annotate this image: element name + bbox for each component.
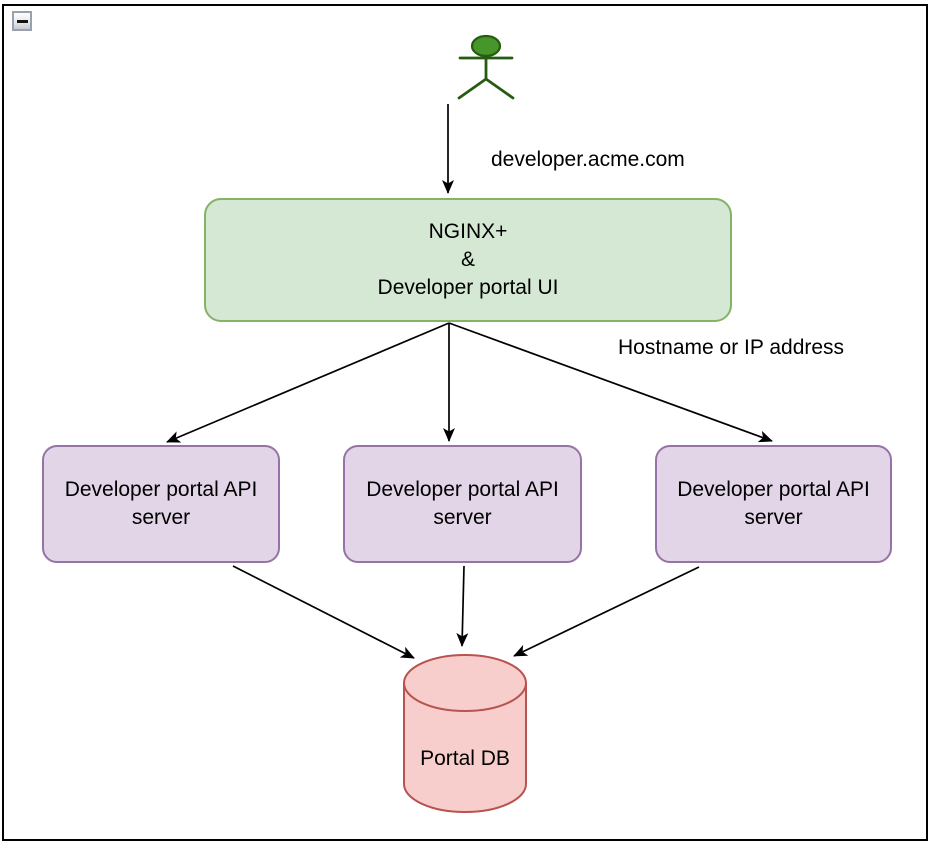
label-request-host: developer.acme.com bbox=[491, 148, 685, 171]
label-routing: Hostname or IP address bbox=[618, 336, 845, 359]
connector-api-2-to-db[interactable] bbox=[456, 565, 469, 647]
database-cylinder[interactable] bbox=[403, 654, 527, 813]
connector-api-1-to-db[interactable] bbox=[232, 565, 415, 659]
node-api-server-2[interactable]: Developer portal API server bbox=[343, 445, 582, 563]
connector-gateway-to-api-1[interactable] bbox=[166, 322, 450, 443]
api-server-label: Developer portal API server bbox=[64, 478, 258, 529]
gateway-label-line-2: & bbox=[460, 248, 475, 271]
node-api-server-1[interactable]: Developer portal API server bbox=[42, 445, 280, 563]
connector-gateway-to-api-3[interactable] bbox=[448, 322, 773, 443]
api-server-label: Developer portal API server bbox=[677, 478, 870, 529]
gateway-label-line-1: NGINX+ bbox=[428, 220, 508, 243]
connector-api-3-to-db[interactable] bbox=[513, 566, 700, 657]
label-database: Portal DB bbox=[420, 747, 510, 770]
gateway-label-line-3: Developer portal UI bbox=[377, 276, 559, 299]
minus-icon bbox=[16, 19, 28, 23]
user-actor-icon[interactable] bbox=[457, 34, 515, 100]
node-api-server-3[interactable]: Developer portal API server bbox=[655, 445, 892, 563]
collapse-group-button[interactable] bbox=[12, 11, 32, 31]
api-server-label: Developer portal API server bbox=[366, 478, 559, 529]
node-nginx-gateway[interactable]: NGINX+ & Developer portal UI bbox=[204, 198, 732, 322]
